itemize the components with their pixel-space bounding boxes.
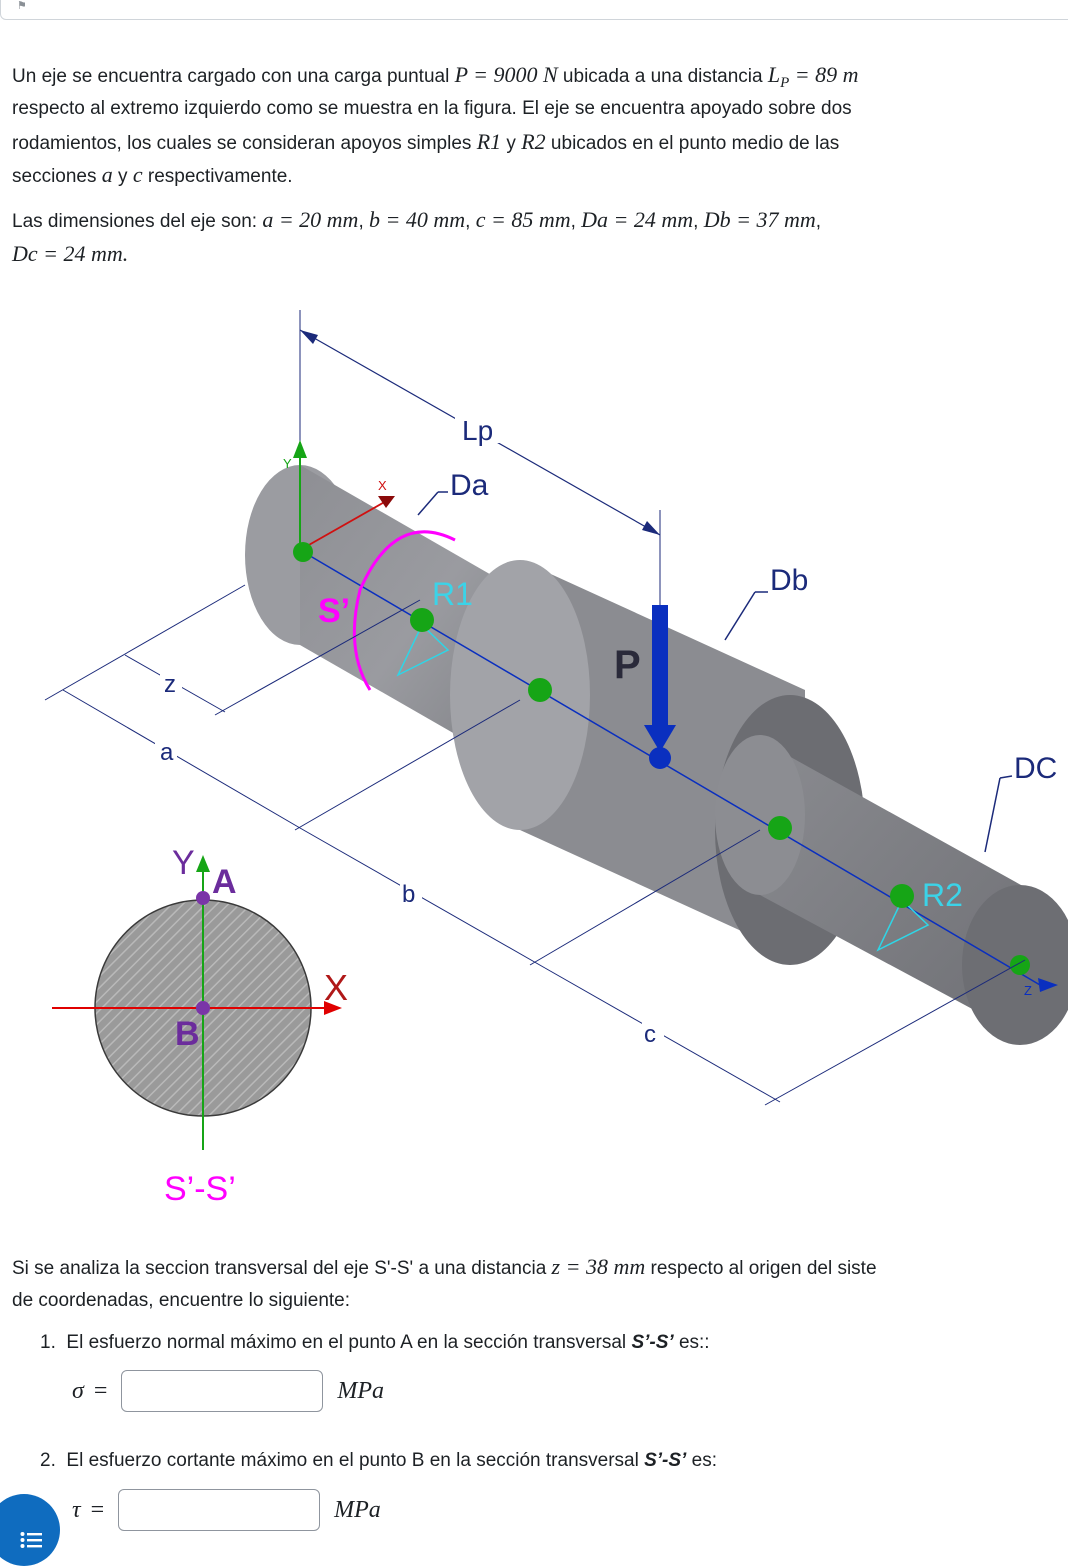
- intro-line-4: secciones a y c respectivamente.: [12, 158, 293, 193]
- section-name: S’-S’: [644, 1450, 687, 1471]
- r1-symbol: R1: [476, 129, 502, 154]
- diameter-leaders: Da Db DC: [417, 469, 1057, 853]
- dim-b: b = 40 mm: [369, 207, 466, 232]
- axis-z-label: Z: [1024, 983, 1032, 998]
- section-name: S’-S’: [631, 1332, 674, 1353]
- analysis-line-1: Si se analiza la seccion transversal del…: [12, 1250, 877, 1285]
- intro-text: y: [112, 166, 133, 187]
- label-lp: Lp: [462, 415, 493, 446]
- section-title: S’-S’: [164, 1170, 236, 1208]
- r2-symbol: R2: [521, 129, 546, 154]
- label-s-prime: S’: [318, 592, 350, 630]
- dim-a: a = 20 mm: [262, 207, 359, 232]
- dim-dc: Dc = 24 mm.: [12, 241, 129, 266]
- local-axes: Y X Z: [283, 440, 1058, 998]
- load-p-arrow: P: [614, 605, 676, 769]
- dimension-labels: z a b c: [155, 671, 664, 1048]
- analysis-line-2: de coordenadas, encuentre lo siguiente:: [12, 1290, 351, 1311]
- question-number: 1.: [40, 1332, 56, 1353]
- equals-sign: =: [90, 1496, 105, 1523]
- support-r2-icon: [876, 898, 930, 952]
- question-number: 2.: [40, 1450, 56, 1471]
- list-icon: [20, 1532, 42, 1548]
- question-2: 2. El esfuerzo cortante máximo en el pun…: [40, 1450, 717, 1472]
- intro-text: ubicada a una distancia: [557, 66, 768, 87]
- quiz-navigation-button[interactable]: [0, 1494, 60, 1566]
- label-c: c: [644, 1021, 656, 1048]
- intro-text: ubicados en el punto medio de las: [545, 133, 840, 154]
- point-a-label: A: [212, 863, 237, 901]
- lp-subscript: P: [780, 74, 790, 91]
- intro-text: respectivamente.: [142, 166, 293, 187]
- axis-x-label: X: [378, 478, 387, 493]
- point-b-label: B: [175, 1015, 200, 1053]
- unit-label: MPa: [337, 1377, 385, 1404]
- question-tail: es::: [673, 1332, 710, 1353]
- dimension-lp: Lp: [299, 310, 661, 610]
- load-value: P = 9000 N: [454, 62, 558, 87]
- equals-sign: =: [93, 1377, 108, 1404]
- unit-label: MPa: [334, 1496, 381, 1523]
- lp-symbol: L: [767, 62, 781, 87]
- shaft-figure: Lp Y X Z S’ R1: [44, 310, 1068, 1208]
- answer-input-tau[interactable]: [118, 1489, 321, 1531]
- question-tail: es:: [686, 1450, 717, 1471]
- dim-c: c = 85 mm: [475, 207, 571, 232]
- analysis-text: Si se analiza la seccion transversal del…: [12, 1258, 552, 1279]
- question-1: 1. El esfuerzo normal máximo en el punto…: [40, 1332, 710, 1354]
- intro-text: y: [501, 133, 522, 154]
- support-r1-icon: [396, 623, 450, 677]
- flag-icon[interactable]: ⚑: [17, 0, 27, 12]
- dim-db: Db = 37 mm: [703, 207, 816, 232]
- answer-input-sigma[interactable]: [121, 1370, 324, 1412]
- label-dc: DC: [1014, 752, 1057, 785]
- intro-text: Un eje se encuentra cargado con una carg…: [12, 66, 455, 87]
- c-symbol: c: [132, 162, 143, 187]
- intro-line-2: respecto al extremo izquierdo como se mu…: [12, 98, 852, 119]
- z-value: z = 38 mm: [551, 1254, 646, 1279]
- label-r1: R1: [432, 576, 473, 612]
- dimension-lines: [44, 584, 1026, 1106]
- label-db: Db: [770, 564, 808, 597]
- flag-question-box[interactable]: ⚑: [0, 0, 1068, 20]
- axis-y-label: Y: [283, 456, 292, 471]
- label-r2: R2: [922, 877, 963, 913]
- label-p: P: [614, 643, 641, 687]
- tau-symbol: τ: [72, 1496, 81, 1523]
- intro-line-1: Un eje se encuentra cargado con una carg…: [12, 58, 859, 100]
- intro-text: secciones: [12, 166, 102, 187]
- section-arc: [352, 530, 456, 691]
- node-points: [293, 542, 1030, 975]
- label-da: Da: [450, 469, 489, 502]
- intro-line-3: rodamientos, los cuales se consideran ap…: [12, 125, 839, 160]
- answer-row-2: τ = MPa: [72, 1489, 381, 1531]
- question-text: El esfuerzo normal máximo en el punto A …: [66, 1332, 632, 1353]
- label-z: z: [164, 671, 176, 698]
- intro-text: rodamientos, los cuales se consideran ap…: [12, 133, 477, 154]
- lp-value: = 89 m: [789, 62, 859, 87]
- label-a: a: [160, 739, 174, 766]
- dims-line-1: Las dimensiones del eje son: a = 20 mm, …: [12, 207, 822, 232]
- section-y-label: Y: [172, 844, 195, 882]
- dim-da: Da = 24 mm: [581, 207, 694, 232]
- label-b: b: [402, 881, 415, 908]
- section-x-label: X: [324, 967, 348, 1008]
- answer-row-1: σ = MPa: [72, 1370, 384, 1412]
- sigma-symbol: σ: [72, 1377, 84, 1404]
- dims-label: Las dimensiones del eje son:: [12, 211, 263, 232]
- dims-line-2: Dc = 24 mm.: [12, 237, 128, 272]
- cross-section-diagram: Y A X B S’-S’: [52, 844, 348, 1208]
- question-text: El esfuerzo cortante máximo en el punto …: [66, 1450, 645, 1471]
- analysis-text: respecto al origen del siste: [645, 1258, 877, 1279]
- a-symbol: a: [101, 162, 113, 187]
